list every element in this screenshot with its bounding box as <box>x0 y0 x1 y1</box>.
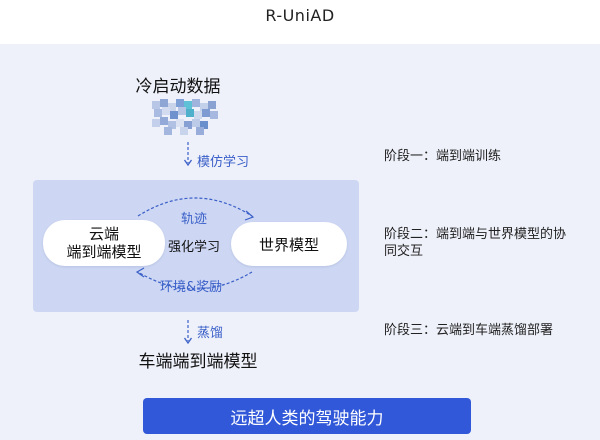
stage-one: 阶段一：端到端训练 <box>384 149 502 164</box>
world-model-label: 世界模型 <box>258 235 319 254</box>
stage-two: 阶段二：端到端与世界模型的协同交互 <box>384 227 567 259</box>
rl-label: 强化学习 <box>168 240 221 255</box>
cloud-model-line1: 云端 <box>88 225 119 243</box>
cold-start-label: 冷启动数据 <box>135 77 221 97</box>
diagram-title: R-UniAD <box>265 6 335 25</box>
arrow-down-icon <box>183 142 193 167</box>
imitation-learning-label: 模仿学习 <box>197 155 250 170</box>
distill-label: 蒸馏 <box>197 326 224 341</box>
cta-text: 远超人类的驾驶能力 <box>230 408 384 429</box>
cloud-model-line2: 端到端模型 <box>66 243 142 261</box>
trajectory-label: 轨迹 <box>181 212 208 227</box>
pixelated-data-icon <box>152 99 218 135</box>
cta-banner: 远超人类的驾驶能力 <box>143 398 471 434</box>
arrow-down-icon <box>183 320 193 345</box>
world-model: 世界模型 <box>231 222 347 266</box>
stage-three: 阶段三：云端到车端蒸馏部署 <box>384 323 554 338</box>
vehicle-model-label: 车端端到端模型 <box>138 352 258 372</box>
cloud-e2e-model: 云端 端到端模型 <box>43 220 165 266</box>
env-reward-label: 环境&奖励 <box>160 280 223 295</box>
